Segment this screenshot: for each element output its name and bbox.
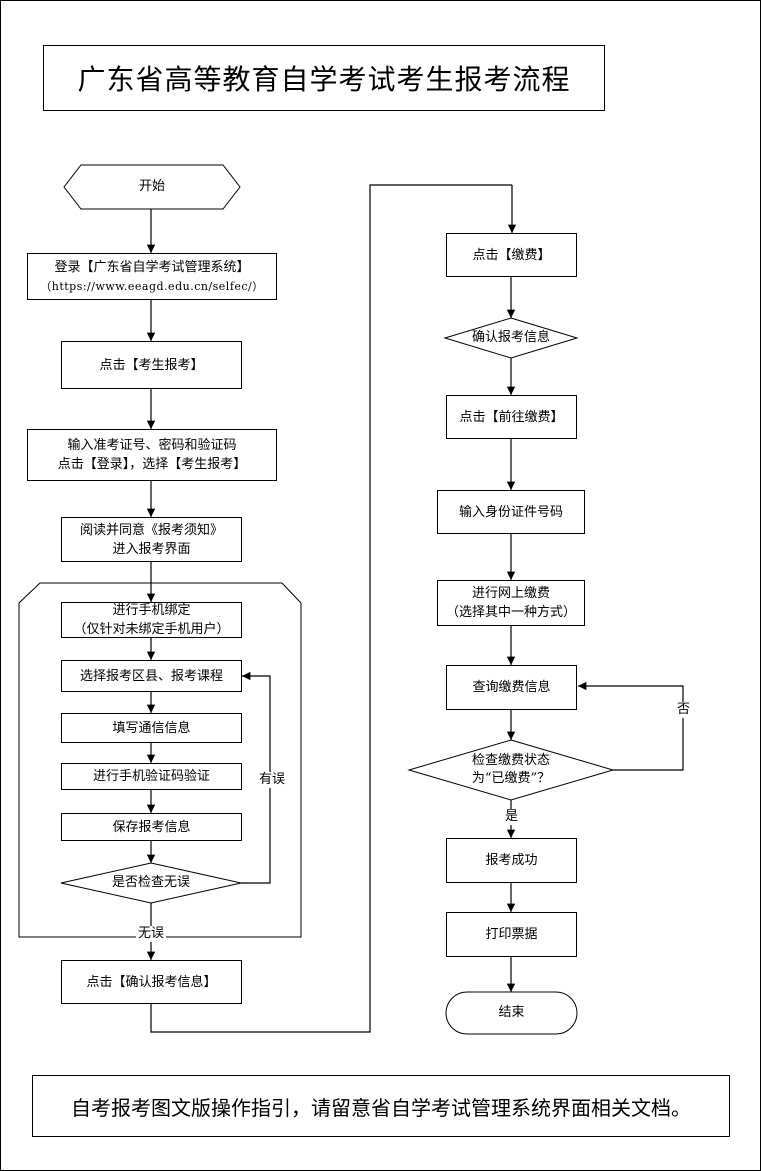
- start-shape: [63, 164, 241, 210]
- save-info-label: 保存报考信息: [112, 819, 191, 835]
- login-label: 登录【广东省自学考试管理系统】: [54, 259, 250, 275]
- bind-phone-line1: 进行手机绑定: [112, 603, 191, 618]
- success-node: 报考成功: [446, 838, 577, 883]
- input-credentials-line2: 点击【登录】，选择【考生报考】: [57, 457, 247, 472]
- click-apply-node: 点击【考生报考】: [61, 341, 242, 389]
- confirm-info-node: 确认报考信息: [461, 328, 561, 348]
- confirm-info-label: 确认报考信息: [471, 330, 550, 345]
- verify-code-node: 进行手机验证码验证: [61, 763, 242, 790]
- online-pay-node: 进行网上缴费 （选择其中一种方式）: [437, 580, 585, 626]
- login-url: （https://www.eeagd.edu.cn/selfec/）: [40, 279, 264, 293]
- click-pay-node: 点击【缴费】: [446, 233, 577, 277]
- edge-label-ok: 无误: [136, 926, 167, 942]
- apply-section-container: [18, 582, 302, 938]
- input-credentials-line1: 输入准考证号、密码和验证码: [67, 438, 237, 453]
- fill-contact-node: 填写通信信息: [61, 713, 242, 743]
- bind-phone-node: 进行手机绑定 （仅针对未绑定手机用户）: [61, 602, 242, 638]
- success-label: 报考成功: [485, 853, 538, 868]
- online-pay-line1: 进行网上缴费: [471, 586, 550, 601]
- go-pay-node: 点击【前往缴费】: [446, 395, 577, 439]
- verify-code-label: 进行手机验证码验证: [92, 769, 210, 784]
- end-node: 结束: [446, 992, 577, 1034]
- confirm-apply-label: 点击【确认报考信息】: [86, 974, 217, 990]
- start-label: 开始: [138, 179, 165, 194]
- go-pay-label: 点击【前往缴费】: [459, 409, 564, 425]
- check-decision-node: 是否检查无误: [91, 873, 211, 893]
- input-credentials-node: 输入准考证号、密码和验证码 点击【登录】，选择【考生报考】: [27, 429, 277, 481]
- input-id-node: 输入身份证件号码: [437, 490, 585, 534]
- query-pay-node: 查询缴费信息: [446, 665, 577, 710]
- online-pay-line2: （选择其中一种方式）: [445, 605, 576, 620]
- login-node: 登录【广东省自学考试管理系统】 （https://www.eeagd.edu.c…: [27, 253, 277, 300]
- footer-note: 自考报考图文版操作指引，请留意省自学考试管理系统界面相关文档。: [32, 1075, 730, 1137]
- save-info-node: 保存报考信息: [61, 813, 242, 841]
- print-receipt-node: 打印票据: [446, 912, 577, 957]
- fill-contact-label: 填写通信信息: [112, 720, 191, 736]
- start-node: 开始: [81, 165, 223, 209]
- select-courses-node: 选择报考区县、报考课程: [61, 660, 242, 692]
- edge-label-no: 否: [675, 702, 693, 718]
- payment-status-node: 检查缴费状态 为“已缴费”？: [451, 752, 571, 788]
- edge-label-error: 有误: [257, 772, 288, 788]
- check-decision-label: 是否检查无误: [111, 875, 190, 890]
- end-label: 结束: [498, 1005, 525, 1020]
- query-pay-label: 查询缴费信息: [472, 680, 551, 695]
- read-notice-node: 阅读并同意《报考须知》 进入报考界面: [61, 517, 242, 562]
- print-receipt-label: 打印票据: [485, 927, 538, 942]
- read-notice-line1: 阅读并同意《报考须知》: [79, 522, 223, 538]
- payment-status-line2: 为“已缴费”？: [471, 771, 551, 786]
- click-apply-label: 点击【考生报考】: [99, 357, 204, 373]
- page-title: 广东省高等教育自学考试考生报考流程: [43, 45, 605, 111]
- select-courses-label: 选择报考区县、报考课程: [79, 668, 223, 684]
- payment-status-line1: 检查缴费状态: [471, 753, 550, 768]
- click-pay-label: 点击【缴费】: [472, 247, 551, 263]
- bind-phone-line2: （仅针对未绑定手机用户）: [73, 622, 230, 637]
- edge-label-yes: 是: [503, 809, 521, 825]
- confirm-apply-node: 点击【确认报考信息】: [61, 960, 242, 1004]
- read-notice-line2: 进入报考界面: [112, 541, 191, 557]
- input-id-label: 输入身份证件号码: [458, 504, 563, 520]
